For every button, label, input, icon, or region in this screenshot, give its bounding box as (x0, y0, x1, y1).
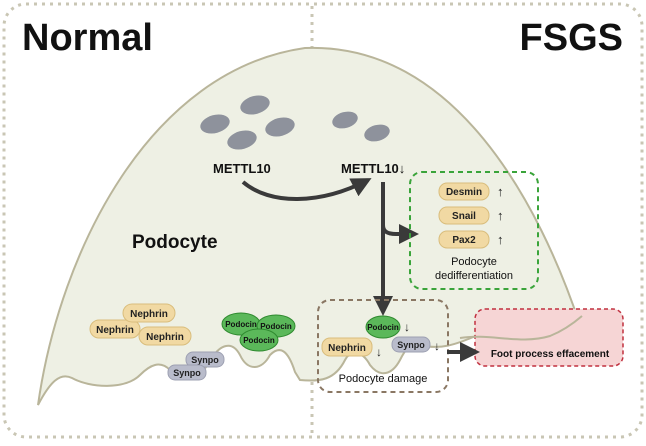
dediff-marker-desmin: Desmin ↑ (438, 182, 504, 201)
podocyte-label: Podocyte (132, 232, 218, 253)
dediff-marker-snail: Snail ↑ (438, 206, 504, 225)
nephrin-pill (89, 319, 141, 339)
left-podocin-group: Podocin Podocin Podocin (221, 312, 296, 352)
podocin-label: Podocin (260, 322, 292, 331)
marker-arrow: ↓ (404, 320, 410, 334)
marker-arrow: ↓ (376, 345, 382, 359)
left-synpo-group: Synpo Synpo (167, 351, 225, 381)
damage-marker-podocin: Podocin ↓ (365, 315, 410, 339)
synpo-pill (167, 364, 207, 381)
marker-label: Pax2 (452, 235, 476, 246)
panel-title-normal: Normal (22, 17, 153, 59)
effaced-membrane-line (459, 315, 583, 341)
marker-label: Desmin (446, 187, 482, 198)
podocyte-damage-box (317, 299, 449, 393)
dediff-title-line1: Podocyte (451, 256, 497, 268)
podocin-label: Podocin (243, 336, 275, 345)
mettl10-label-right: METTL10↓ (341, 161, 405, 176)
nucleus (364, 124, 390, 142)
nephrin-pill (138, 326, 192, 346)
nephrin-label: Nephrin (130, 309, 168, 320)
nuclei-left (200, 95, 295, 150)
foot-process-label: Foot process effacement (491, 349, 610, 360)
marker-label: Nephrin (328, 343, 366, 354)
podocin-label: Podocin (225, 320, 257, 329)
nucleus (265, 117, 295, 137)
nuclei-right (332, 111, 390, 142)
nucleus (240, 95, 270, 115)
outer-frame (2, 2, 644, 439)
marker-label: Synpo (397, 340, 425, 350)
marker-label: Podocin (367, 323, 399, 332)
nephrin-label: Nephrin (96, 325, 134, 336)
dediff-title-line2: dedifferentiation (435, 270, 513, 282)
nucleus (200, 114, 230, 134)
nucleus (227, 130, 257, 150)
marker-label: Snail (452, 211, 476, 222)
panel-title-fsgs: FSGS (520, 17, 623, 59)
marker-arrow: ↑ (497, 232, 504, 247)
synpo-label: Synpo (191, 355, 219, 365)
marker-arrow: ↓ (434, 339, 440, 353)
marker-arrow: ↑ (497, 208, 504, 223)
podocin-ellipse (239, 328, 279, 352)
synpo-pill (185, 351, 225, 368)
left-nephrin-group: Nephrin Nephrin Nephrin (89, 303, 192, 346)
nucleus (332, 111, 358, 129)
synpo-label: Synpo (173, 368, 201, 378)
mettl10-label-left: METTL10 (213, 161, 271, 176)
podocyte-damage-label: Podocyte damage (339, 373, 428, 385)
nephrin-pill (122, 303, 176, 323)
damage-marker-nephrin: Nephrin ↓ (321, 337, 382, 359)
nephrin-label: Nephrin (146, 332, 184, 343)
mettl10-transition-arrow (241, 178, 372, 201)
dediff-marker-pax2: Pax2 ↑ (438, 230, 504, 249)
marker-arrow: ↑ (497, 184, 504, 199)
damage-marker-synpo: Synpo ↓ (391, 336, 440, 353)
